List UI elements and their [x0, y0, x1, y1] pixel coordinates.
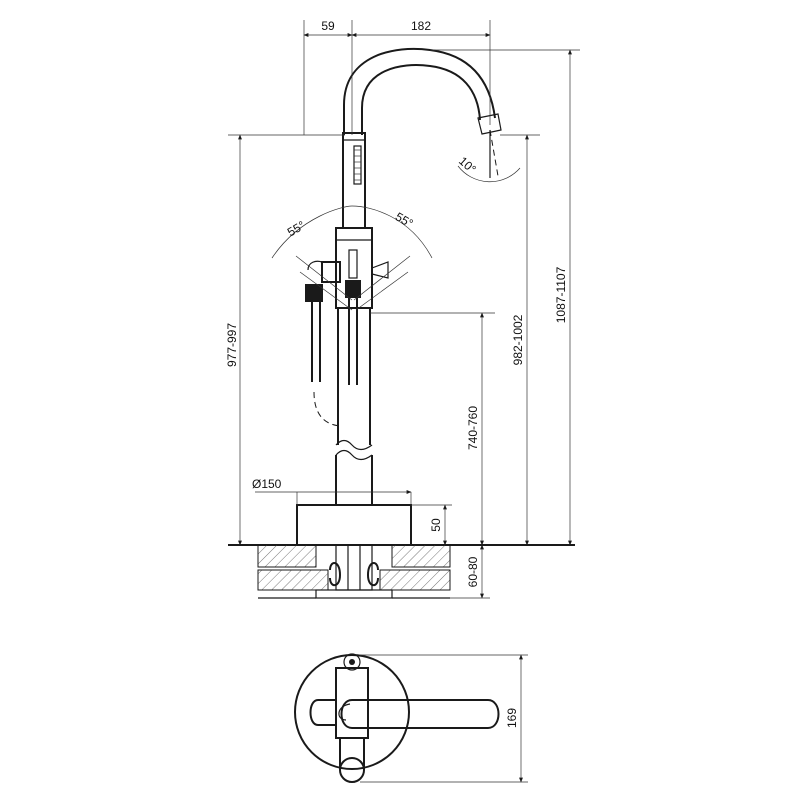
- spout: [343, 47, 521, 183]
- dim-lever-height: 740-760: [466, 406, 480, 450]
- dim-plan-depth: 169: [505, 708, 519, 728]
- dim-spout-reach: 182: [411, 19, 431, 33]
- dimension-lines: [228, 20, 580, 599]
- dim-top-left-offset: 59: [321, 19, 335, 33]
- dim-total-height: 1087-1107: [554, 266, 568, 323]
- dim-right-lever-angle: 55°: [393, 209, 416, 230]
- elevation-view: 59 182 10° 55° 55° Ø150 50 60-80 977-997…: [225, 19, 580, 599]
- floor-section: [257, 544, 451, 599]
- base-plate: [228, 504, 575, 546]
- plan-view: 169: [294, 653, 528, 783]
- dim-spout-tilt-angle: 10°: [456, 154, 479, 177]
- dim-base-diameter: Ø150: [252, 477, 282, 491]
- dim-spout-outlet-height: 982-1002: [511, 314, 525, 365]
- mixer-column: [335, 132, 373, 505]
- dim-floor-depth: 60-80: [466, 556, 480, 587]
- dimension-labels: 59 182 10° 55° 55° Ø150 50 60-80 977-997…: [225, 19, 568, 587]
- dim-left-lever-angle: 55°: [285, 218, 308, 239]
- dim-base-height: 50: [429, 518, 443, 532]
- lever-handles: [271, 205, 433, 427]
- dim-handshower-height: 977-997: [225, 323, 239, 367]
